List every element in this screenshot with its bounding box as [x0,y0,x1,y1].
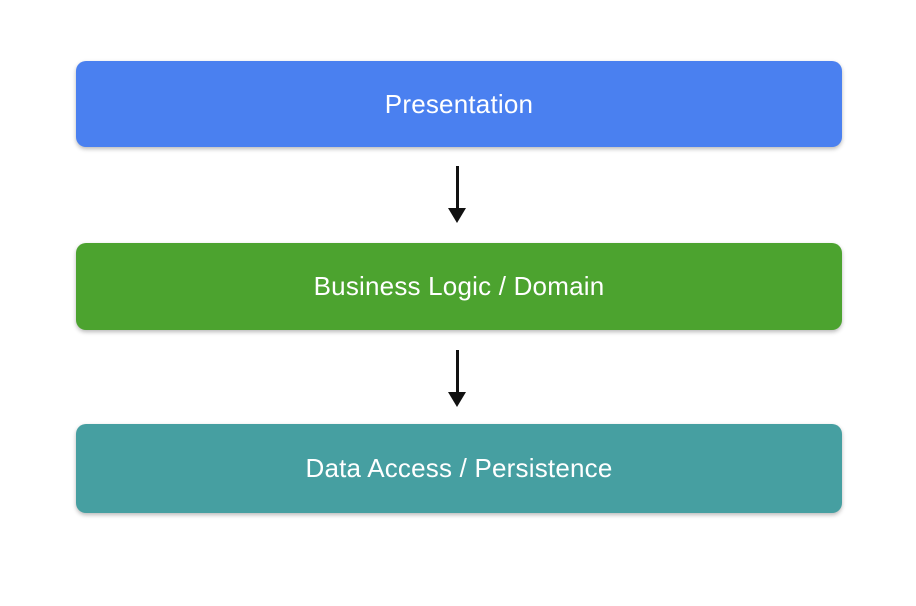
down-arrow-icon [448,166,466,223]
arrow-head [448,392,466,407]
down-arrow-icon [448,350,466,407]
layer-box-business-logic: Business Logic / Domain [76,243,842,330]
layer-label-presentation: Presentation [384,88,534,119]
arrow-shaft [455,350,459,392]
arrow-head [448,208,466,223]
layer-box-presentation: Presentation [76,61,842,147]
layer-label-business-logic: Business Logic / Domain [313,271,605,301]
arrow-shaft [455,166,459,208]
layer-box-data-access: Data Access / Persistence [76,424,842,513]
layer-label-data-access: Data Access / Persistence [305,453,613,483]
